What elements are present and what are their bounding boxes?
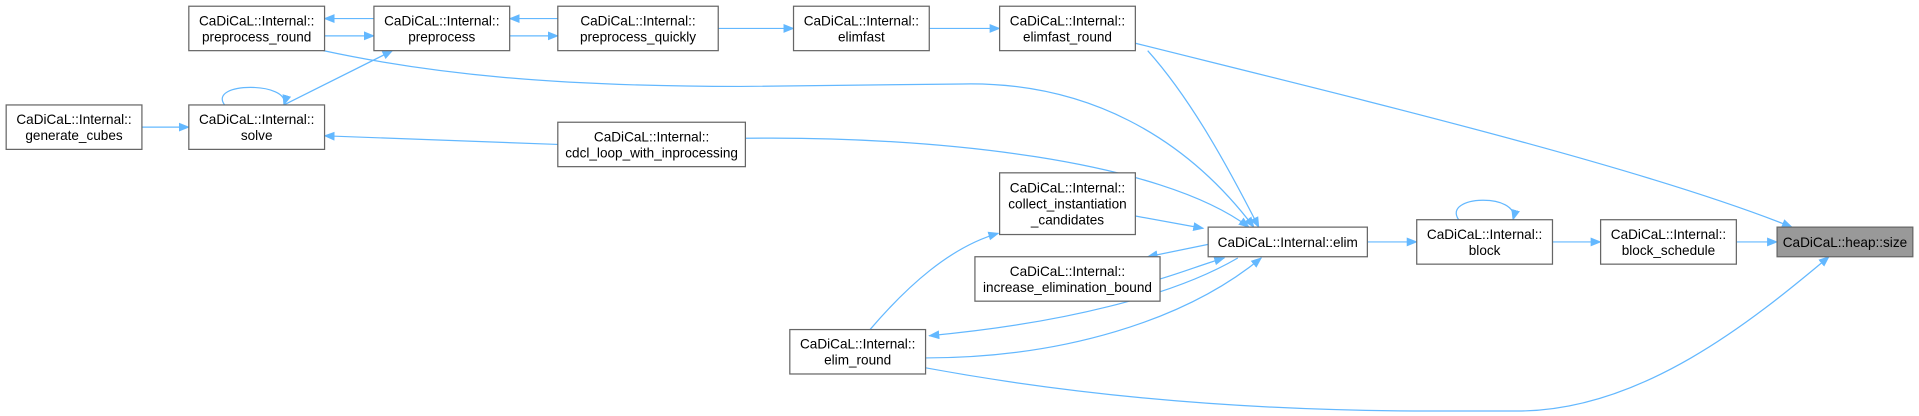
edge-elim-round-to-elim <box>925 257 1263 359</box>
node-box <box>188 104 326 150</box>
node-label: increase_elimination_bound <box>983 280 1152 295</box>
edge-block-self-loop <box>1455 199 1520 221</box>
node-label: CaDiCaL::Internal:: <box>594 129 709 144</box>
node-label: CaDiCaL::Internal:: <box>1010 181 1125 196</box>
node-box <box>557 5 719 52</box>
node-generate-cubes[interactable]: CaDiCaL::Internal::generate_cubes <box>5 104 143 150</box>
node-label: elimfast <box>838 29 885 44</box>
node-block-schedule[interactable]: CaDiCaL::Internal::block_schedule <box>1599 219 1737 265</box>
edge-collect-to-elim <box>1135 215 1205 231</box>
node-label: CaDiCaL::Internal:: <box>1010 264 1125 279</box>
edge-increase-to-elim <box>1159 256 1226 280</box>
node-label: CaDiCaL::Internal:: <box>580 13 695 28</box>
edge-preprocess-round-to-elim <box>323 50 1255 229</box>
node-box <box>1207 226 1368 258</box>
node-label: block_schedule <box>1622 243 1716 258</box>
node-label: collect_instantiation <box>1008 197 1126 212</box>
edge-elimfast-round-to-heap <box>1135 42 1793 228</box>
node-increase[interactable]: CaDiCaL::Internal::increase_elimination_… <box>974 256 1161 302</box>
edge-elim-round-to-heap <box>925 256 1830 412</box>
edge-elim-to-elim-round <box>928 257 1239 340</box>
node-cdcl[interactable]: CaDiCaL::Internal::cdcl_loop_with_inproc… <box>557 121 747 168</box>
node-box <box>789 328 927 375</box>
node-preprocess-quickly[interactable]: CaDiCaL::Internal::preprocess_quickly <box>557 5 719 52</box>
node-box <box>557 121 747 168</box>
node-label: CaDiCaL::Internal:: <box>1427 227 1542 242</box>
node-elimfast[interactable]: CaDiCaL::Internal::elimfast <box>792 5 930 52</box>
edge-cdcl-to-elim <box>745 137 1250 228</box>
node-label: CaDiCaL::Internal:: <box>800 337 915 352</box>
node-label: elim_round <box>824 353 891 368</box>
node-label: CaDiCaL::Internal:: <box>384 13 499 28</box>
node-label: CaDiCaL::Internal:: <box>16 112 131 127</box>
edge-elim-to-increase <box>1146 243 1209 260</box>
node-box <box>1416 219 1554 265</box>
node-label: CaDiCaL::Internal:: <box>1010 13 1125 28</box>
node-label: preprocess_quickly <box>580 29 696 44</box>
node-box <box>792 5 930 52</box>
edge-solve-self-loop <box>221 86 292 107</box>
node-box <box>5 104 143 150</box>
node-elim[interactable]: CaDiCaL::Internal::elim <box>1207 226 1368 258</box>
node-label: solve <box>241 128 273 143</box>
node-box <box>1776 226 1914 258</box>
edge-solve-to-preprocess <box>283 50 394 106</box>
node-box <box>188 5 326 52</box>
nodes-layer: CaDiCaL::Internal::generate_cubesCaDiCaL… <box>5 5 1914 375</box>
node-preprocess[interactable]: CaDiCaL::Internal::preprocess <box>373 5 511 52</box>
node-label: CaDiCaL::Internal:: <box>199 13 314 28</box>
node-preprocess-round[interactable]: CaDiCaL::Internal::preprocess_round <box>188 5 326 52</box>
node-box <box>1599 219 1737 265</box>
edge-elimfast-round-to-elim <box>1147 50 1260 229</box>
node-label: CaDiCaL::heap::size <box>1783 235 1907 250</box>
edges-layer <box>141 14 1830 412</box>
node-box <box>373 5 511 52</box>
node-elim-round[interactable]: CaDiCaL::Internal::elim_round <box>789 328 927 375</box>
node-label: preprocess_round <box>202 29 311 44</box>
node-elimfast-round[interactable]: CaDiCaL::Internal::elimfast_round <box>998 5 1136 52</box>
node-collect[interactable]: CaDiCaL::Internal::collect_instantiation… <box>998 172 1136 236</box>
node-box <box>998 5 1136 52</box>
node-label: CaDiCaL::Internal::elim <box>1218 235 1358 250</box>
node-label: CaDiCaL::Internal:: <box>199 112 314 127</box>
node-label: preprocess <box>408 29 475 44</box>
node-heap-size[interactable]: CaDiCaL::heap::size <box>1776 226 1914 258</box>
node-label: cdcl_loop_with_inprocessing <box>565 145 738 160</box>
node-box <box>998 172 1136 236</box>
edge-elim-round-to-collect <box>869 231 1000 330</box>
node-label: block <box>1469 243 1501 258</box>
node-label: generate_cubes <box>25 128 122 143</box>
node-solve[interactable]: CaDiCaL::Internal::solve <box>188 104 326 150</box>
node-block[interactable]: CaDiCaL::Internal::block <box>1416 219 1554 265</box>
edge-cdcl-to-solve <box>323 131 558 146</box>
node-label: _candidates <box>1030 213 1104 228</box>
node-label: elimfast_round <box>1023 29 1112 44</box>
node-label: CaDiCaL::Internal:: <box>1611 227 1726 242</box>
node-box <box>974 256 1161 302</box>
node-label: CaDiCaL::Internal:: <box>804 13 919 28</box>
